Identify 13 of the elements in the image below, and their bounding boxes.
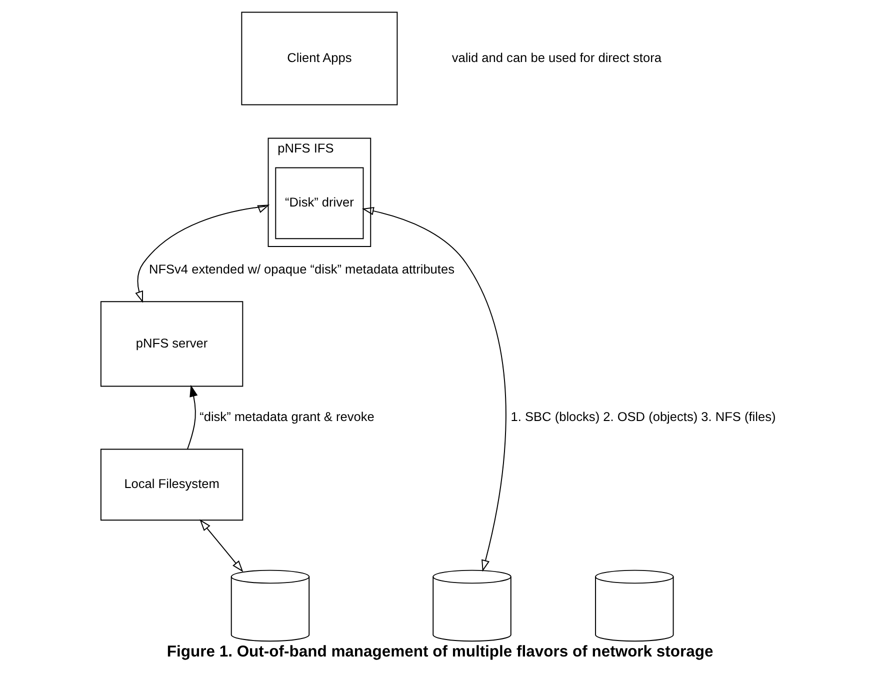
- node-box: Client Apps: [240, 12, 398, 106]
- node-box: pNFS server: [100, 301, 243, 387]
- arrow: [186, 384, 198, 450]
- edge-label: 1. SBC (blocks) 2. OSD (objects) 3. NFS (files): [510, 409, 776, 424]
- edge-label: “disk” metadata grant & revoke: [199, 409, 374, 424]
- arrow: [361, 206, 506, 572]
- arrow: [199, 519, 243, 572]
- node-box: “Disk” driver: [274, 167, 364, 240]
- caption: Figure 1. Out-of-band management of multiple flavors of network storage: [166, 644, 713, 661]
- arrow: [134, 204, 270, 303]
- edge-label: NFSv4 extended w/ opaque “disk” metadata attributes: [148, 261, 454, 276]
- node-box: Local Filesystem: [100, 448, 243, 521]
- label: valid and can be used for direct stora: [451, 50, 661, 65]
